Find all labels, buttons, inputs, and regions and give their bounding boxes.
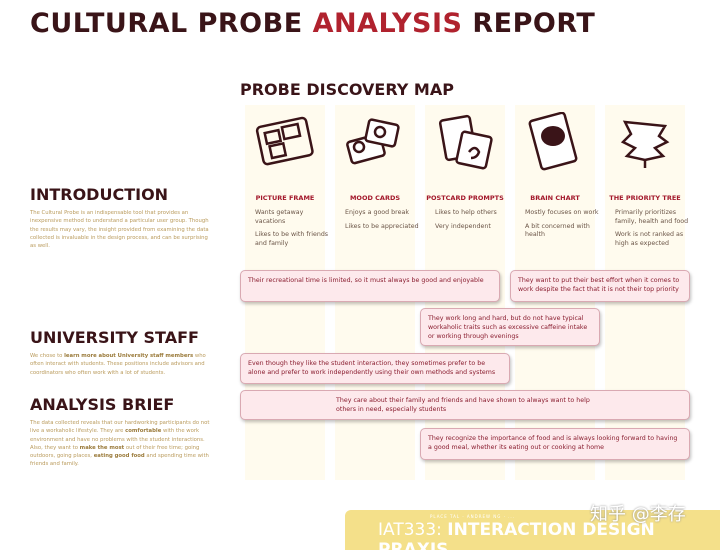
- brief-body: The data collected reveals that our hard…: [30, 420, 210, 468]
- postcard-icon: [438, 114, 493, 170]
- staff-body: We chose to learn more about University …: [30, 353, 206, 376]
- insight-note: They work long and hard, but do not have…: [420, 308, 600, 346]
- staff-heading: UNIVERSITY STAFF: [30, 328, 199, 347]
- column-heading: PICTURE FRAME: [255, 194, 315, 202]
- footer-subtitle: PLACE TAL · ANDREW NG · ...: [430, 514, 515, 519]
- map-title: PROBE DISCOVERY MAP: [240, 80, 454, 99]
- watermark: 知乎 @李存: [590, 504, 686, 525]
- brain-chart-icon: [528, 112, 578, 171]
- insight-note: They care about their family and friends…: [240, 390, 690, 420]
- footer-course: IAT333: INTERACTION DESIGN PRAXIS: [378, 520, 655, 560]
- page-title: CULTURAL PROBE ANALYSIS REPORT: [30, 8, 596, 39]
- column-heading: THE PRIORITY TREE: [609, 194, 681, 202]
- insight-note: They recognize the importance of food an…: [420, 428, 690, 460]
- insight-note: They want to put their best effort when …: [510, 270, 690, 302]
- tree-icon: [620, 120, 670, 168]
- insight-note: Even though they like the student intera…: [240, 353, 510, 384]
- brief-heading: ANALYSIS BRIEF: [30, 395, 175, 414]
- insight-note: Their recreational time is limited, so i…: [240, 270, 500, 302]
- column-notes: Primarily prioritizes family, health and…: [615, 209, 689, 247]
- intro-body: The Cultural Probe is an indispensable t…: [30, 210, 209, 250]
- mood-cards-icon: [346, 118, 400, 165]
- column-heading: MOOD CARDS: [349, 194, 401, 202]
- picture-frame-icon: [255, 116, 314, 166]
- intro-heading: INTRODUCTION: [30, 185, 169, 204]
- column-heading: BRAIN CHART: [530, 194, 580, 202]
- column-heading: POSTCARD PROMPTS: [426, 194, 504, 202]
